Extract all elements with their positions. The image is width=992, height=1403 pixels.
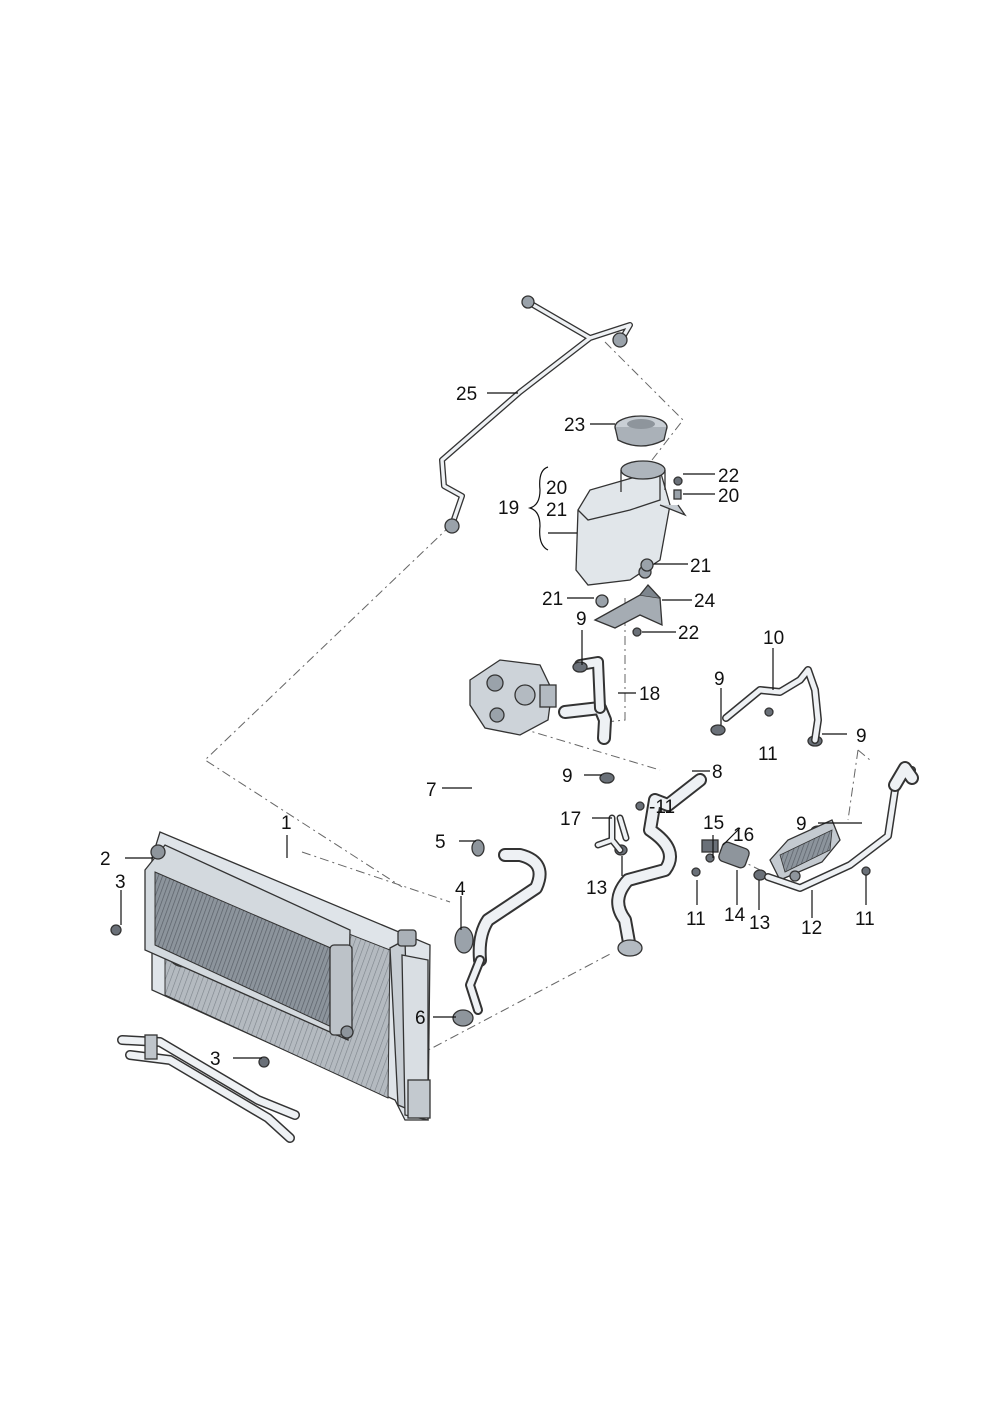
callout-4: 4: [455, 879, 466, 900]
hose-12: [764, 761, 919, 892]
callout-22-b: 22: [678, 623, 699, 644]
callout-5: 5: [435, 832, 446, 853]
hose-thermostat: [558, 656, 612, 745]
callout-9-b: 9: [562, 766, 573, 787]
callout-6: 6: [415, 1008, 426, 1029]
callout-10: 10: [763, 628, 784, 649]
bolts-11: [635, 707, 871, 877]
callout-7: 7: [426, 780, 437, 801]
callout-15: 15: [703, 813, 724, 834]
callout-12: 12: [801, 918, 822, 939]
hose-main: [611, 773, 707, 957]
charge-air-cooler: [144, 844, 354, 1041]
callout-20-a: 20: [546, 478, 567, 499]
callout-18: 18: [639, 684, 660, 705]
callout-2: 2: [100, 849, 111, 870]
callout-22-a: 22: [718, 466, 739, 487]
callout-11-a: -11: [649, 797, 675, 818]
callout-14: 14: [724, 905, 746, 926]
leader-lines: [120, 392, 867, 1059]
callout-11-d: 11: [855, 909, 875, 930]
callout-labels: 1 2 3 3 4 5 6 7 8 9 9 9 9 9 10 -11 11 11…: [100, 384, 875, 1070]
callout-19: 19: [498, 498, 519, 519]
small-fasteners: [595, 476, 683, 637]
lower-coolant-pipe: [117, 1034, 300, 1143]
hose-10: [722, 666, 822, 744]
bolts: [110, 924, 270, 1068]
hose-5: [465, 848, 547, 1015]
callout-21-c: 21: [542, 589, 563, 610]
callout-3-top: 3: [115, 872, 126, 893]
callout-9-e: 9: [796, 814, 807, 835]
callout-9-a: 9: [576, 609, 587, 630]
callout-9-c: 9: [714, 669, 725, 690]
callout-9-d: 9: [856, 726, 867, 747]
callout-11-b: 11: [758, 744, 778, 765]
callout-17: 17: [560, 809, 581, 830]
callout-13-b: 13: [749, 913, 770, 934]
auxiliary-pump: [701, 839, 750, 869]
expansion-tank: [575, 460, 687, 586]
callout-24: 24: [694, 591, 716, 612]
callout-16: 16: [733, 825, 754, 846]
thermostat-housing: [469, 659, 557, 736]
callout-21-b: 21: [690, 556, 711, 577]
callout-20-b: 20: [718, 486, 739, 507]
tank-bracket: [593, 584, 663, 629]
heat-exchanger: [769, 819, 841, 882]
expansion-tank-cap: [614, 415, 668, 447]
callout-3-bottom: 3: [210, 1049, 221, 1070]
callout-25: 25: [456, 384, 477, 405]
callout-1: 1: [281, 813, 292, 834]
callout-8: 8: [712, 762, 723, 783]
vent-pipe: [439, 295, 633, 534]
callout-21-a: 21: [546, 500, 567, 521]
callout-11-c: 11: [686, 909, 706, 930]
callout-23: 23: [564, 415, 585, 436]
callout-13-a: 13: [586, 878, 607, 899]
hose-17: [594, 814, 630, 854]
